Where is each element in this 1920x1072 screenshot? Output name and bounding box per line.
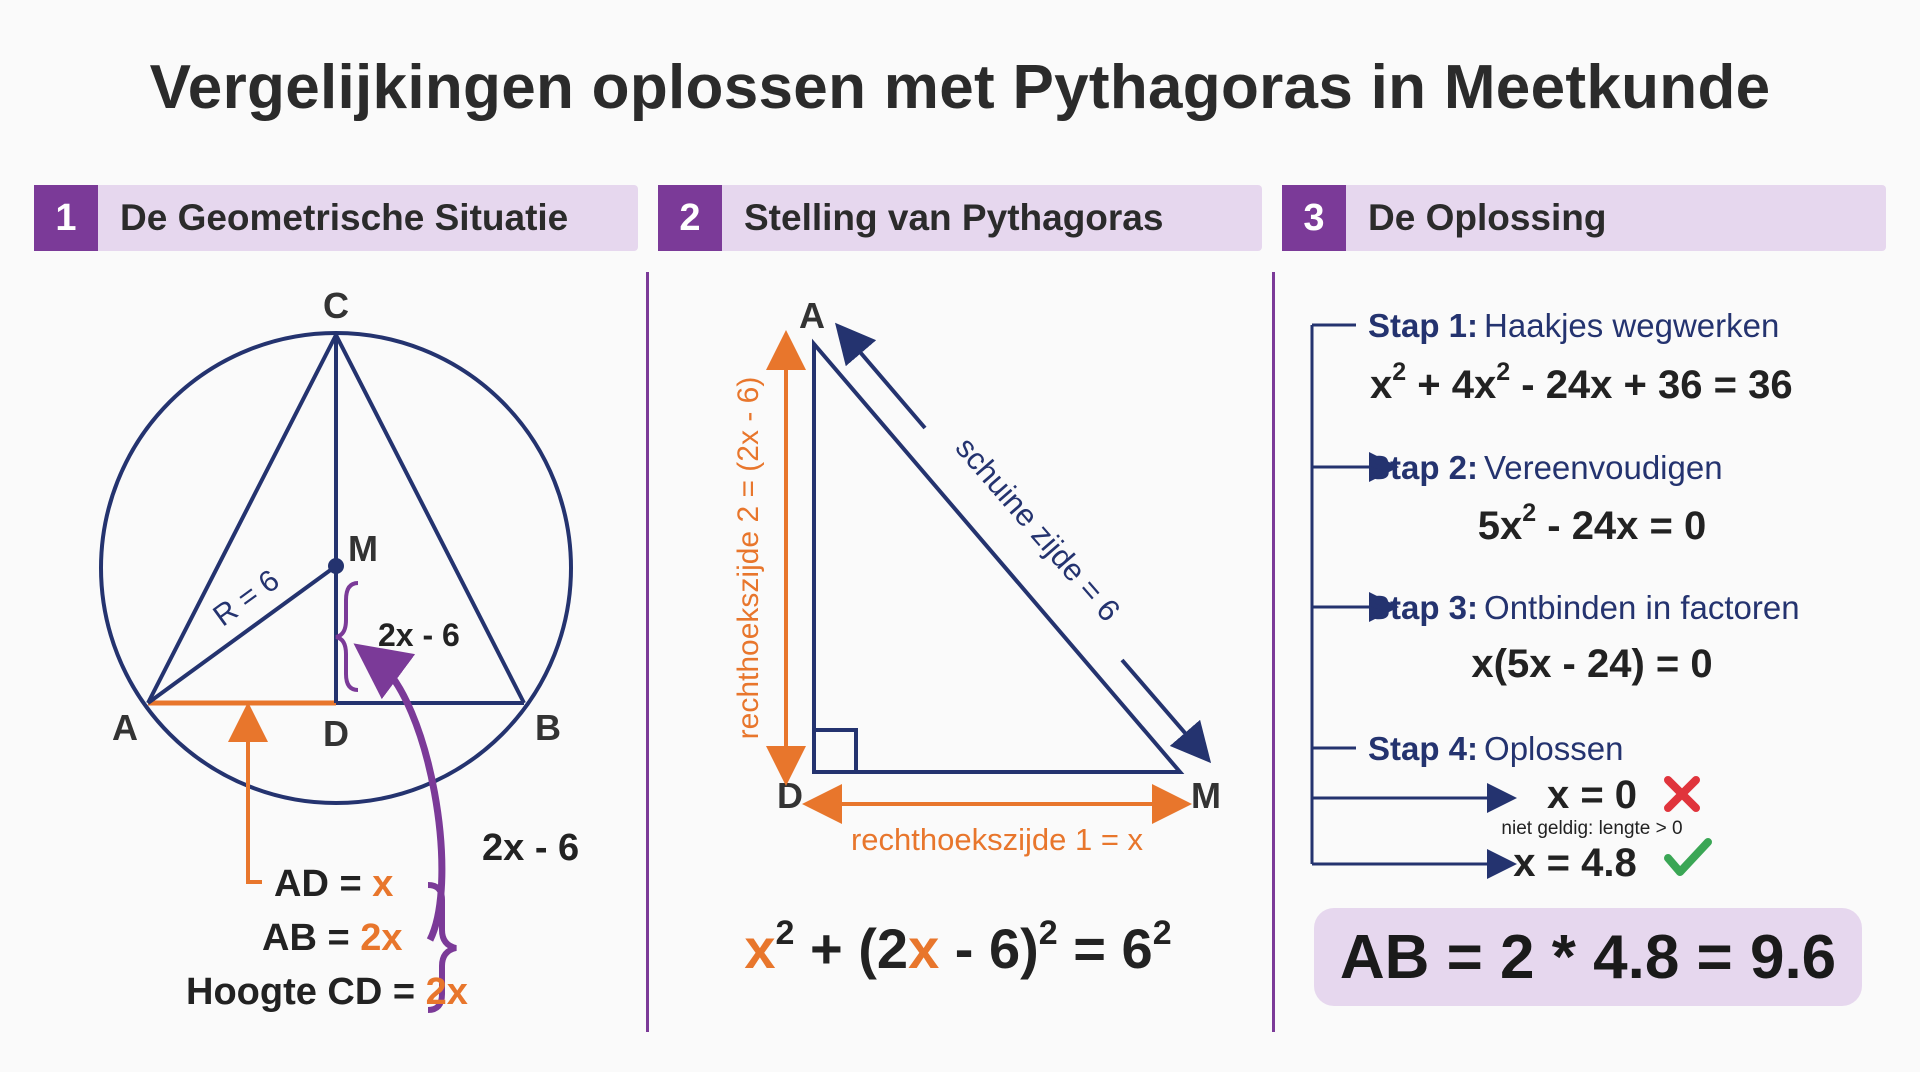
eq-part: + 4x bbox=[1406, 363, 1496, 407]
legend-cd-value: 2x bbox=[426, 971, 468, 1013]
eq-exp: 2 bbox=[1039, 914, 1058, 952]
panel-header-2: 2 Stelling van Pythagoras bbox=[658, 185, 1262, 251]
equation-step-2: 5x2 - 24x = 0 bbox=[1478, 499, 1707, 548]
eq-x: x bbox=[744, 917, 775, 980]
md-label: 2x - 6 bbox=[378, 617, 460, 653]
step-desc: Vereenvoudigen bbox=[1484, 449, 1723, 486]
eq-exp: 2 bbox=[1522, 499, 1536, 527]
eq-part: = 6 bbox=[1058, 917, 1153, 980]
radius-label: R = 6 bbox=[207, 564, 285, 633]
legend-ad-value: x bbox=[372, 863, 393, 905]
solution-steps: Stap 1:Haakjes wegwerken x2 + 4x2 - 24x … bbox=[1310, 307, 1800, 885]
panel-header-3: 3 De Oplossing bbox=[1282, 185, 1886, 251]
point-label-a: A bbox=[799, 295, 825, 336]
md-arrow bbox=[353, 643, 446, 942]
right-triangle bbox=[812, 338, 1185, 774]
final-answer-box: AB = 2 * 4.8 = 9.6 bbox=[1314, 908, 1862, 1006]
panel-header-1: 1 De Geometrische Situatie bbox=[34, 185, 638, 251]
legend-ab-prefix: AB = bbox=[262, 917, 360, 959]
legend-brace bbox=[427, 882, 457, 1013]
step-label: Stap 1: bbox=[1368, 307, 1478, 344]
page-title: Vergelijkingen oplossen met Pythagoras i… bbox=[149, 53, 1771, 122]
radius-am bbox=[146, 564, 338, 705]
step-desc: Ontbinden in factoren bbox=[1484, 589, 1800, 626]
circumcircle bbox=[99, 331, 573, 805]
step-desc: Oplossen bbox=[1484, 730, 1623, 767]
panel-divider bbox=[646, 272, 649, 1032]
leg2-label: rechthoekszijde 2 = (2x - 6) bbox=[732, 377, 765, 740]
eq-exp: 2 bbox=[1496, 358, 1510, 386]
step-4: Stap 4:Oplossen bbox=[1368, 730, 1623, 767]
step-label: Stap 2: bbox=[1368, 449, 1478, 486]
panel-number: 1 bbox=[34, 185, 98, 251]
eq-x: x bbox=[908, 917, 939, 980]
point-label-a: A bbox=[112, 707, 138, 748]
panel-title: Stelling van Pythagoras bbox=[744, 197, 1164, 238]
center-point-m bbox=[328, 558, 344, 574]
eq-exp: 2 bbox=[1153, 914, 1172, 952]
eq-exp: 2 bbox=[776, 914, 795, 952]
panel-divider bbox=[1272, 272, 1275, 1032]
equation-step-1: x2 + 4x2 - 24x + 36 = 36 bbox=[1370, 358, 1793, 407]
point-label-m: M bbox=[1191, 775, 1221, 816]
eq-part: + (2 bbox=[794, 917, 908, 980]
panel-title: De Geometrische Situatie bbox=[120, 197, 569, 238]
ad-arrow bbox=[228, 702, 268, 884]
panel-number: 3 bbox=[1282, 185, 1346, 251]
eq-exp: 2 bbox=[1392, 358, 1406, 386]
point-label-d: D bbox=[323, 713, 349, 754]
pythagoras-diagram: A D M schuine zijde = 6 rechthoekszijde … bbox=[732, 295, 1221, 980]
legend-ad: AD = x bbox=[274, 863, 393, 905]
hypotenuse-arrow-upper bbox=[834, 322, 927, 430]
check-icon bbox=[1664, 838, 1712, 876]
step-3: Stap 3:Ontbinden in factoren bbox=[1368, 589, 1800, 626]
equation-step-3: x(5x - 24) = 0 bbox=[1471, 642, 1712, 686]
step-desc: Haakjes wegwerken bbox=[1484, 307, 1779, 344]
solution-invalid: x = 0 bbox=[1547, 773, 1637, 817]
legend-ab: AB = 2x bbox=[262, 917, 402, 959]
legend-ab-value: 2x bbox=[360, 917, 402, 959]
md-brace bbox=[335, 581, 359, 692]
step-label: Stap 4: bbox=[1368, 730, 1478, 767]
point-label-d: D bbox=[777, 775, 803, 816]
panel-title: De Oplossing bbox=[1368, 197, 1607, 238]
eq-part: - 24x = 0 bbox=[1536, 504, 1706, 548]
solution-invalid-note: niet geldig: lengte > 0 bbox=[1501, 818, 1682, 839]
point-label-b: B bbox=[535, 707, 561, 748]
solution-valid: x = 4.8 bbox=[1513, 841, 1636, 885]
step-2: Stap 2:Vereenvoudigen bbox=[1368, 449, 1723, 486]
point-label-m: M bbox=[348, 528, 378, 569]
eq-part: - 24x + 36 = 36 bbox=[1510, 363, 1792, 407]
side-ac bbox=[146, 334, 338, 704]
right-angle-mark bbox=[814, 728, 858, 772]
legend-cd: Hoogte CD = 2x bbox=[186, 971, 468, 1013]
eq-part: 5x bbox=[1478, 504, 1523, 548]
legend-cd-prefix: Hoogte CD = bbox=[186, 971, 426, 1013]
leg1-label: rechthoekszijde 1 = x bbox=[851, 822, 1144, 857]
step-label: Stap 3: bbox=[1368, 589, 1478, 626]
hypotenuse-label: schuine zijde = 6 bbox=[949, 430, 1127, 628]
final-answer: AB = 2 * 4.8 = 9.6 bbox=[1339, 922, 1837, 992]
side-bc bbox=[334, 334, 526, 704]
point-label-c: C bbox=[323, 285, 349, 326]
pythagoras-equation: x2 + (2x - 6)2 = 62 bbox=[744, 914, 1171, 980]
legend-ad-prefix: AD = bbox=[274, 863, 372, 905]
eq-part: x bbox=[1370, 363, 1392, 407]
hypotenuse-arrow-lower bbox=[1120, 658, 1212, 764]
eq-part: - 6) bbox=[939, 917, 1039, 980]
geometry-diagram: C M A D B R = 6 2x - 6 2x - 6 AD = x AB … bbox=[99, 285, 579, 1013]
cross-icon bbox=[1664, 776, 1700, 812]
brace-label: 2x - 6 bbox=[482, 827, 579, 869]
step-1: Stap 1:Haakjes wegwerken bbox=[1368, 307, 1779, 344]
panel-number: 2 bbox=[658, 185, 722, 251]
